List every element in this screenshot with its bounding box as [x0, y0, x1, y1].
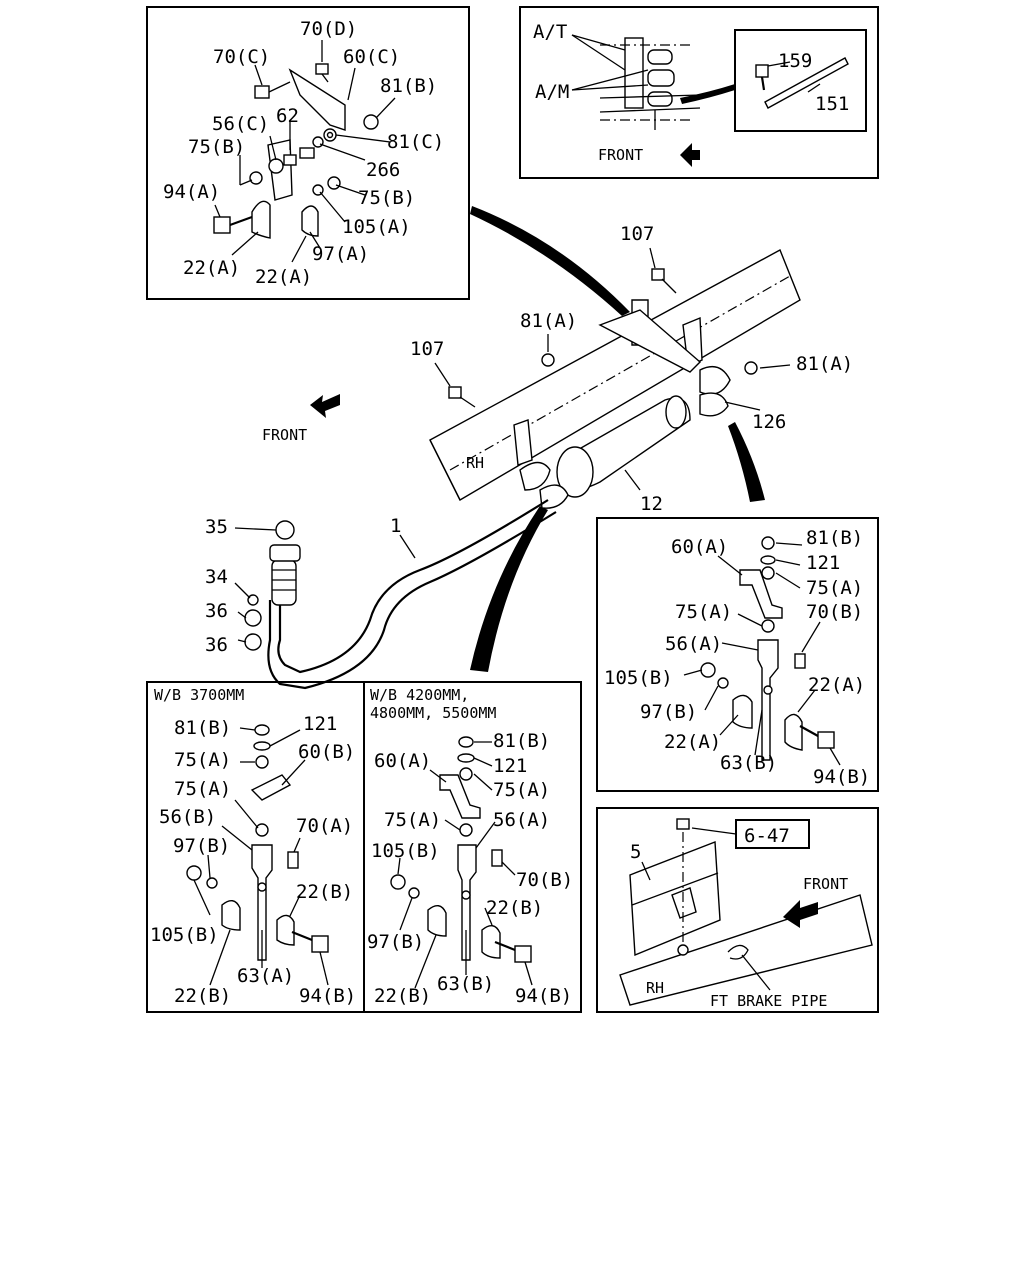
label-81a-left: 81(A) — [520, 310, 577, 332]
label-105b: 105(B) — [371, 840, 440, 862]
label-rh-brake: RH — [646, 979, 664, 997]
label-62: 62 — [276, 105, 299, 127]
label-63a: 63(A) — [237, 965, 294, 987]
label-22b-lower: 22(B) — [174, 985, 231, 1007]
label-front-brake: FRONT — [803, 875, 848, 893]
label-121: 121 — [303, 713, 337, 735]
label-63b: 63(B) — [720, 752, 777, 774]
detail-panel-wb-4200-5500: W/B 4200MM, 4800MM, 5500MM 81(B) 60(A) — [363, 681, 582, 1013]
label-56a: 56(A) — [665, 633, 722, 655]
label-60c: 60(C) — [343, 46, 400, 68]
label-60a: 60(A) — [374, 750, 431, 772]
label-75a-upper: 75(A) — [174, 749, 231, 771]
detail-panel-transmission-mount: A/T A/M FRONT 159 151 — [519, 6, 879, 179]
label-front-main: FRONT — [262, 426, 307, 444]
label-75b-left: 75(B) — [188, 136, 245, 158]
label-105b: 105(B) — [150, 924, 219, 946]
label-97b: 97(B) — [367, 931, 424, 953]
label-60b: 60(B) — [298, 741, 355, 763]
label-70c: 70(C) — [213, 46, 270, 68]
panel-title-wb-4200-line2: 4800MM, 5500MM — [370, 704, 496, 722]
label-151: 151 — [815, 93, 849, 115]
label-81b: 81(B) — [380, 75, 437, 97]
label-81b: 81(B) — [174, 717, 231, 739]
label-22a-right: 22(A) — [255, 266, 312, 288]
label-56c: 56(C) — [212, 113, 269, 135]
label-97a: 97(A) — [312, 243, 369, 265]
label-22b-upper: 22(B) — [296, 881, 353, 903]
label-75a-right: 75(A) — [806, 577, 863, 599]
main-exhaust-assembly: 107 81(A) 107 81(A) FRONT RH 126 12 1 35… — [205, 206, 853, 690]
label-60a: 60(A) — [671, 536, 728, 558]
detail-panel-hanger-rear: 60(A) 81(B) 121 75(A) 75(A) 70(B) 56(A) … — [596, 517, 879, 792]
label-36-b: 36 — [205, 634, 228, 656]
label-22b-lower: 22(B) — [374, 985, 431, 1007]
label-56a: 56(A) — [493, 809, 550, 831]
label-94a: 94(A) — [163, 181, 220, 203]
label-75a-lower: 75(A) — [174, 778, 231, 800]
label-22a-right: 22(A) — [808, 674, 865, 696]
label-159: 159 — [778, 50, 812, 72]
label-75a-left: 75(A) — [675, 601, 732, 623]
label-121: 121 — [806, 552, 840, 574]
label-75b-right: 75(B) — [358, 187, 415, 209]
label-107-top: 107 — [620, 223, 654, 245]
label-75a-left: 75(A) — [384, 809, 441, 831]
label-70b: 70(B) — [806, 601, 863, 623]
label-35: 35 — [205, 516, 228, 538]
label-22a-left: 22(A) — [183, 257, 240, 279]
label-front-top: FRONT — [598, 146, 643, 164]
label-at: A/T — [533, 21, 567, 43]
detail-panel-hanger-front: 70(D) 70(C) 60(C) 81(B) 56(C) 62 75(B) 8… — [146, 6, 470, 300]
label-am: A/M — [535, 81, 569, 103]
label-70b: 70(B) — [516, 869, 573, 891]
label-70d: 70(D) — [300, 18, 357, 40]
label-6-47: 6-47 — [744, 825, 790, 847]
label-12: 12 — [640, 493, 663, 515]
label-22a-left: 22(A) — [664, 731, 721, 753]
label-81b: 81(B) — [493, 730, 550, 752]
detail-panel-wb-3700: W/B 3700MM 81(B) 121 75(A) 60(B) 75 — [146, 681, 365, 1013]
panel-title-wb-3700: W/B 3700MM — [154, 686, 244, 704]
label-266: 266 — [366, 159, 400, 181]
label-97b: 97(B) — [640, 701, 697, 723]
label-126: 126 — [752, 411, 786, 433]
detail-panel-brake-pipe: 6-47 5 FRONT RH FT BRAKE PIPE — [596, 807, 879, 1013]
label-22b-upper: 22(B) — [486, 897, 543, 919]
label-rh-main: RH — [466, 454, 484, 472]
label-94b: 94(B) — [515, 985, 572, 1007]
label-105b: 105(B) — [604, 667, 673, 689]
label-121: 121 — [493, 755, 527, 777]
label-ft-brake-pipe: FT BRAKE PIPE — [710, 992, 827, 1010]
label-75a-right: 75(A) — [493, 779, 550, 801]
label-97b: 97(B) — [173, 835, 230, 857]
label-94b: 94(B) — [813, 766, 870, 788]
panel-title-wb-4200-line1: W/B 4200MM, — [370, 686, 469, 704]
label-1: 1 — [390, 515, 401, 537]
label-105a: 105(A) — [342, 216, 411, 238]
label-107-left: 107 — [410, 338, 444, 360]
label-81b: 81(B) — [806, 527, 863, 549]
label-63b: 63(B) — [437, 973, 494, 995]
label-94b: 94(B) — [299, 985, 356, 1007]
label-36-a: 36 — [205, 600, 228, 622]
label-5: 5 — [630, 841, 641, 863]
label-56b: 56(B) — [159, 806, 216, 828]
label-81a-right: 81(A) — [796, 353, 853, 375]
label-70a: 70(A) — [296, 815, 353, 837]
label-81c: 81(C) — [387, 131, 444, 153]
label-34: 34 — [205, 566, 228, 588]
